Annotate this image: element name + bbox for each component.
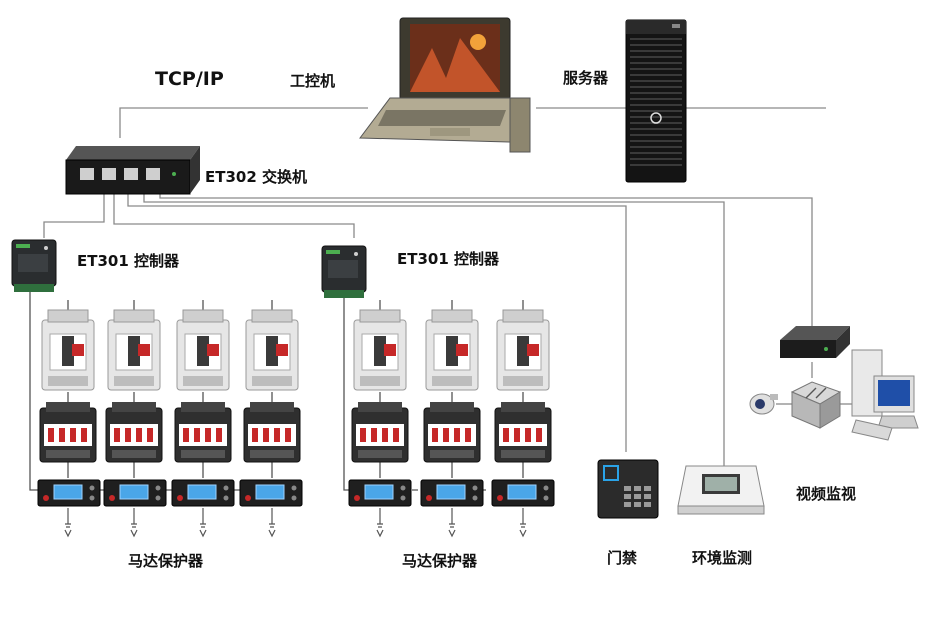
video-switch (790, 381, 842, 429)
bus-controller-1 (29, 290, 40, 491)
label-motor-group-1: 马达保护器 (128, 552, 204, 570)
environment-sensor (677, 465, 765, 515)
controller-2 (321, 245, 367, 299)
nvr (780, 326, 850, 358)
breaker-1-4 (245, 309, 299, 391)
link-switch-controller-2 (113, 190, 355, 238)
contactor-2-3 (494, 401, 552, 463)
breaker-2-1 (353, 309, 407, 391)
contactor-2-2 (423, 401, 481, 463)
cctv-camera (749, 393, 778, 415)
protector-2-3 (491, 479, 555, 507)
label-server: 服务器 (563, 69, 609, 87)
contactor-1-1 (39, 401, 97, 463)
label-controller-1: ET301 控制器 (77, 252, 180, 270)
protector-2-2 (420, 479, 484, 507)
contactor-1-4 (243, 401, 301, 463)
network-switch (65, 146, 200, 195)
link-switch-controller-1 (43, 190, 105, 238)
tower-server (625, 19, 687, 183)
breaker-2-3 (496, 309, 550, 391)
contactor-1-2 (105, 401, 163, 463)
protector-1-3 (171, 479, 235, 507)
ipc-laptop (359, 17, 531, 153)
label-video-monitor: 视频监视 (796, 485, 856, 503)
contactor-1-3 (174, 401, 232, 463)
link-switch-access (127, 190, 627, 452)
breaker-1-3 (176, 309, 230, 391)
protector-1-1 (37, 479, 101, 507)
label-env-monitor: 环境监测 (692, 549, 752, 567)
label-motor-group-2: 马达保护器 (402, 552, 478, 570)
controller-1 (11, 239, 57, 293)
breaker-2-2 (425, 309, 479, 391)
label-protocol: TCP/IP (155, 68, 224, 90)
desktop-pc (851, 349, 919, 441)
motor-group-2 (348, 309, 555, 537)
link-switch-env (143, 190, 725, 466)
video-monitor-group (749, 326, 919, 441)
contactor-2-1 (351, 401, 409, 463)
label-ipc: 工控机 (290, 72, 335, 90)
label-controller-2: ET301 控制器 (397, 250, 500, 268)
label-switch: ET302 交换机 (205, 168, 307, 186)
access-reader (597, 459, 659, 519)
breaker-1-1 (41, 309, 95, 391)
breaker-1-2 (107, 309, 161, 391)
protector-2-1 (348, 479, 412, 507)
backbone-line (119, 107, 368, 138)
protector-1-4 (239, 479, 303, 507)
protector-1-2 (103, 479, 167, 507)
bus-controller-2 (343, 296, 350, 491)
label-access-control: 门禁 (607, 549, 637, 567)
motor-group-1 (37, 309, 303, 537)
